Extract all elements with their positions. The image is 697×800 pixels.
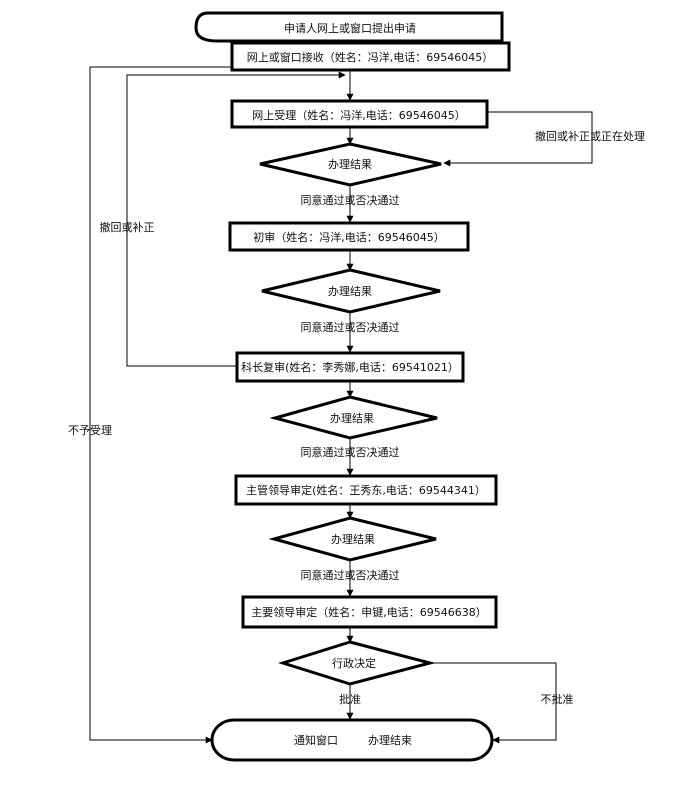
node-apply	[194, 11, 504, 43]
node-result3	[269, 395, 438, 440]
edge-not-accepted	[89, 66, 232, 744]
node-section-review-label: 科长复审(姓名：李秀娜,电话：69541021）	[241, 360, 459, 374]
node-first-review	[228, 221, 470, 252]
node-first-review-label: 初审（姓名：冯洋,电话：69546045）	[253, 230, 444, 244]
label-pass2: 同意通过或否决通过	[301, 320, 400, 334]
node-result1-label: 办理结果	[328, 158, 372, 171]
node-result3-label: 办理结果	[330, 412, 374, 425]
label-pass3: 同意通过或否决通过	[301, 445, 400, 459]
node-result2-label: 办理结果	[328, 285, 372, 298]
node-result4	[268, 516, 437, 562]
node-lead-review	[234, 474, 498, 506]
node-section-review	[235, 351, 465, 383]
node-result2	[261, 268, 441, 314]
node-apply-label: 申请人网上或窗口提出申请	[284, 21, 416, 35]
label-pass1: 同意通过或否决通过	[301, 193, 400, 207]
label-withdraw-processing: 撤回或补正或正在处理	[535, 129, 645, 143]
edge-loop-withdraw-processing	[443, 111, 593, 167]
edge-reject	[430, 662, 557, 744]
node-end	[210, 718, 494, 762]
node-accept	[230, 99, 489, 129]
node-lead-review-label: 主管领导审定(姓名：王秀东,电话：69544341）	[246, 483, 486, 497]
edge-loop-withdraw-correct	[126, 71, 346, 367]
label-reject: 不批准	[541, 692, 574, 706]
node-result4-label: 办理结果	[331, 533, 375, 546]
node-end-left-label: 通知窗口	[294, 733, 338, 747]
node-main-lead-review-label: 主要领导审定（姓名：申键,电话：69546638）	[251, 605, 486, 619]
node-decision-label: 行政决定	[332, 656, 376, 670]
node-decision	[277, 640, 436, 686]
node-receive-label: 网上或窗口接收（姓名：冯洋,电话：69546045）	[247, 50, 493, 64]
label-approve: 批准	[339, 692, 361, 706]
node-accept-label: 网上受理（姓名：冯洋,电话：69546045）	[252, 108, 465, 122]
node-end-right-label: 办理结束	[368, 734, 412, 747]
label-withdraw-correct: 撤回或补正	[100, 220, 155, 234]
node-result1	[259, 142, 442, 187]
label-not-accepted: 不予受理	[68, 424, 112, 437]
label-pass4: 同意通过或否决通过	[301, 568, 400, 582]
node-main-lead-review	[241, 595, 498, 629]
node-receive	[230, 41, 511, 72]
